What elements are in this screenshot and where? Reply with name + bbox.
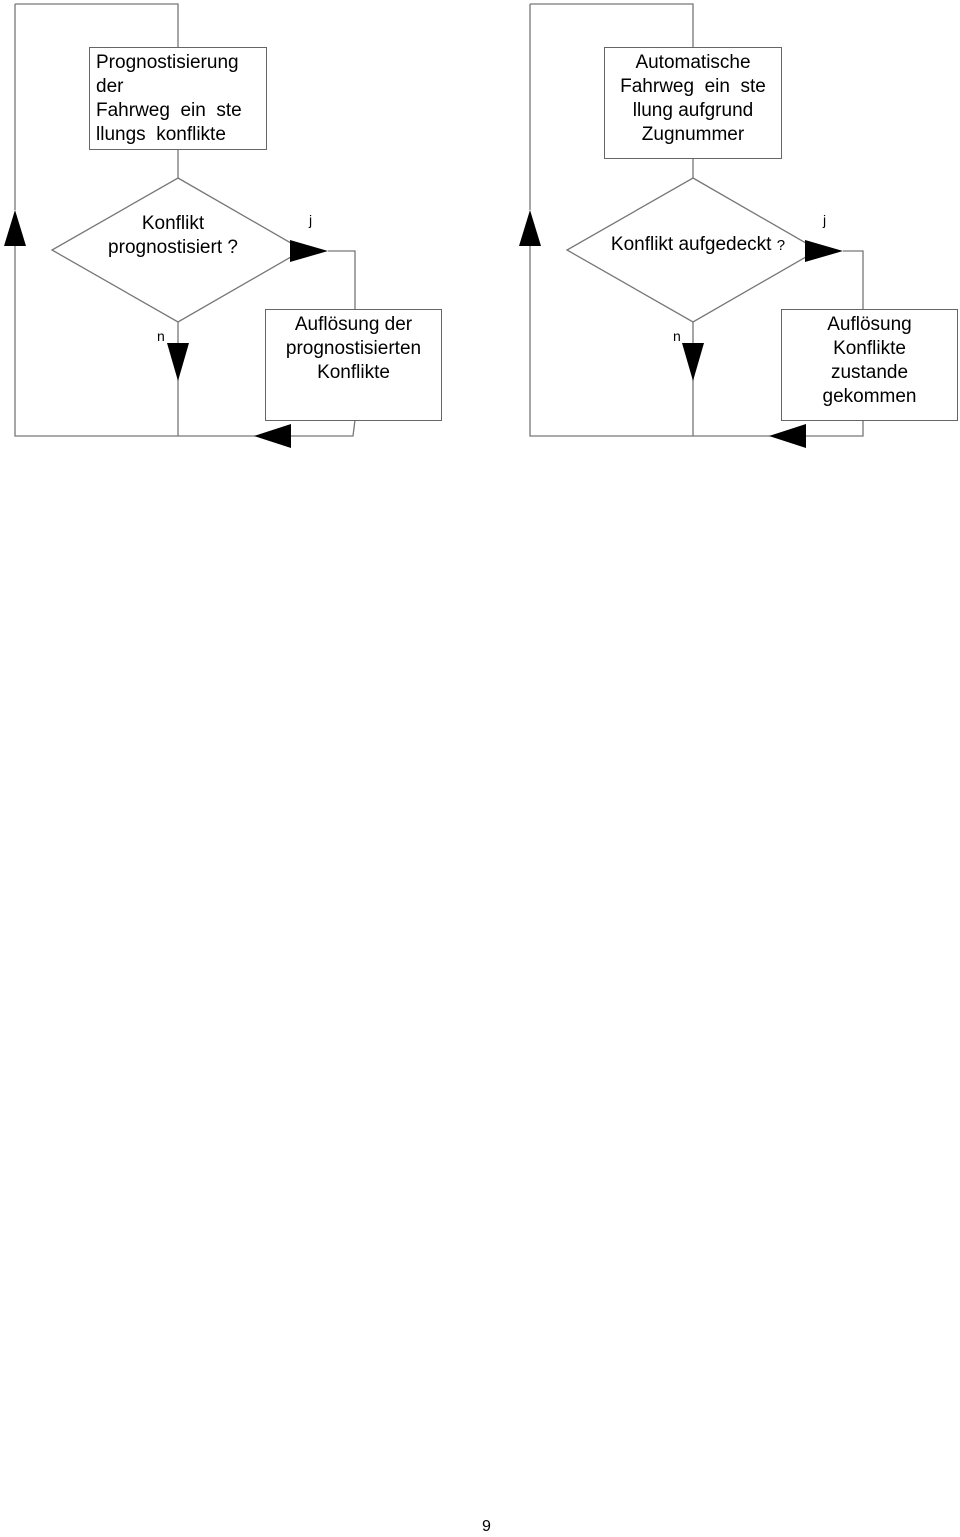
right-resolution-box: Auflösung Konflikte zustande gekommen [781, 309, 958, 421]
right-process-box: Automatische Fahrweg ein ste llung aufgr… [604, 47, 782, 159]
left-process-line-4: llungs konflikte [96, 124, 226, 145]
left-yes-arrow [290, 240, 328, 262]
right-no-arrow [682, 343, 704, 381]
left-decision-label: Konflikt prognostisiert ? [78, 212, 268, 260]
right-return-arrow [769, 424, 806, 448]
right-process-line-4: Zugnummer [641, 124, 745, 145]
left-resolution-line-2: prognostisierten [285, 338, 422, 359]
left-process-line-1: Prognostisierung [96, 52, 239, 73]
left-no-label: n [157, 328, 165, 344]
left-resolution-box: Auflösung der prognostisierten Konflikte [265, 309, 442, 421]
left-return-arrow [254, 424, 291, 448]
left-top-line [15, 3, 179, 47]
right-resolution-line-3: zustande [830, 362, 909, 383]
left-yes-label: j [309, 212, 313, 228]
left-process-line-3: Fahrweg ein ste [96, 100, 242, 121]
left-resolution-line-3: Konflikte [317, 362, 390, 383]
right-yes-arrow [805, 240, 843, 262]
left-no-arrow [167, 343, 189, 381]
right-up-arrow [519, 210, 541, 246]
left-resolution-line-1: Auflösung der [294, 314, 413, 335]
right-top-line [530, 3, 694, 47]
right-resolution-line-2: Konflikte [833, 338, 906, 359]
right-yes-line [843, 250, 864, 309]
left-up-arrow [4, 210, 26, 246]
left-process-box: Prognostisierung der Fahrweg ein ste llu… [89, 47, 267, 150]
left-yes-line [328, 250, 356, 309]
right-resolution-line-1: Auflösung [827, 314, 912, 335]
left-decision-line-1: Konflikt [141, 213, 205, 234]
right-yes-label: j [823, 212, 827, 228]
left-loop-line [14, 246, 356, 437]
right-decision-qmark: ? [776, 237, 786, 254]
right-process-line-2: Fahrweg ein ste [620, 76, 766, 97]
page-number: 9 [482, 1518, 491, 1535]
right-process-line-3: llung aufgrund [632, 100, 754, 121]
left-process-line-2: der [96, 76, 124, 97]
right-process-line-1: Automatische [635, 52, 751, 73]
right-resolution-line-4: gekommen [822, 386, 917, 407]
right-loop-line [529, 246, 864, 437]
right-no-label: n [673, 328, 681, 344]
right-decision-text: Konflikt aufgedeckt [610, 234, 772, 255]
left-decision-line-2: prognostisiert ? [108, 237, 238, 258]
right-decision-label: Konflikt aufgedeckt ? [588, 233, 808, 258]
